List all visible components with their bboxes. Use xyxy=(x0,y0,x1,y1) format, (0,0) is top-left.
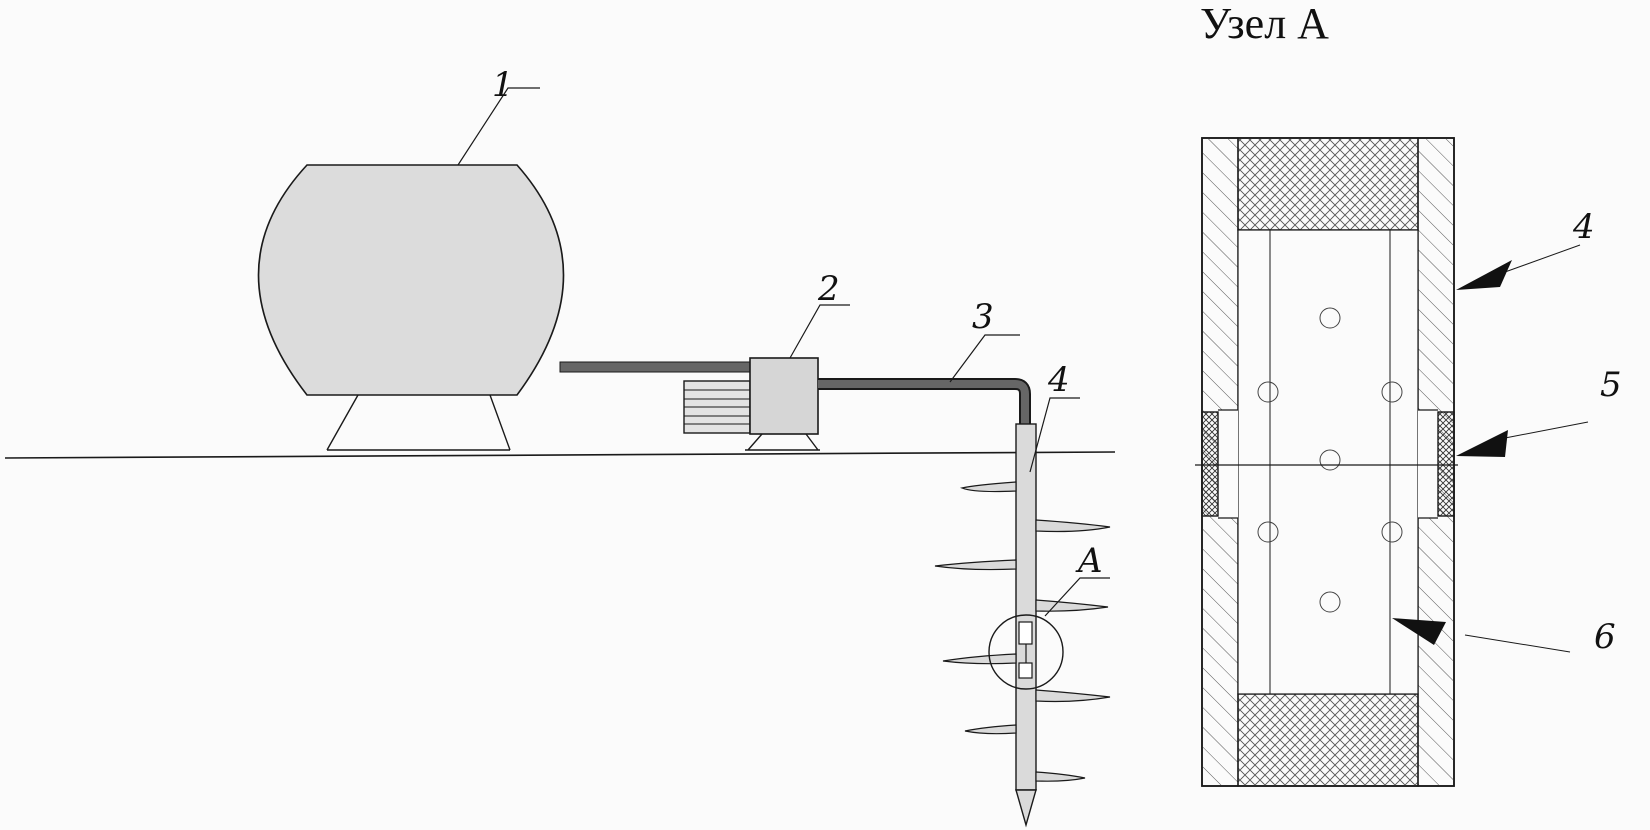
node-a-circle xyxy=(988,614,1064,690)
pipe-pump-injector xyxy=(818,378,1031,425)
label-tank: 1 xyxy=(492,65,514,105)
label-injector: 4 xyxy=(1047,360,1070,400)
detail-section xyxy=(1195,137,1458,787)
tank xyxy=(257,164,565,451)
label-detail-holes: 6 xyxy=(1594,617,1616,657)
ground-line xyxy=(4,451,1116,459)
pipe-tank-pump xyxy=(559,361,751,373)
label-detail-wall: 4 xyxy=(1572,207,1595,247)
label-pipe: 3 xyxy=(972,297,994,337)
injector xyxy=(934,423,1111,828)
label-pump: 2 xyxy=(817,269,840,309)
label-detail-seal: 5 xyxy=(1600,365,1622,405)
label-node: A xyxy=(1075,541,1103,581)
detail-title: Узел А xyxy=(1200,0,1329,48)
pump xyxy=(683,357,820,451)
